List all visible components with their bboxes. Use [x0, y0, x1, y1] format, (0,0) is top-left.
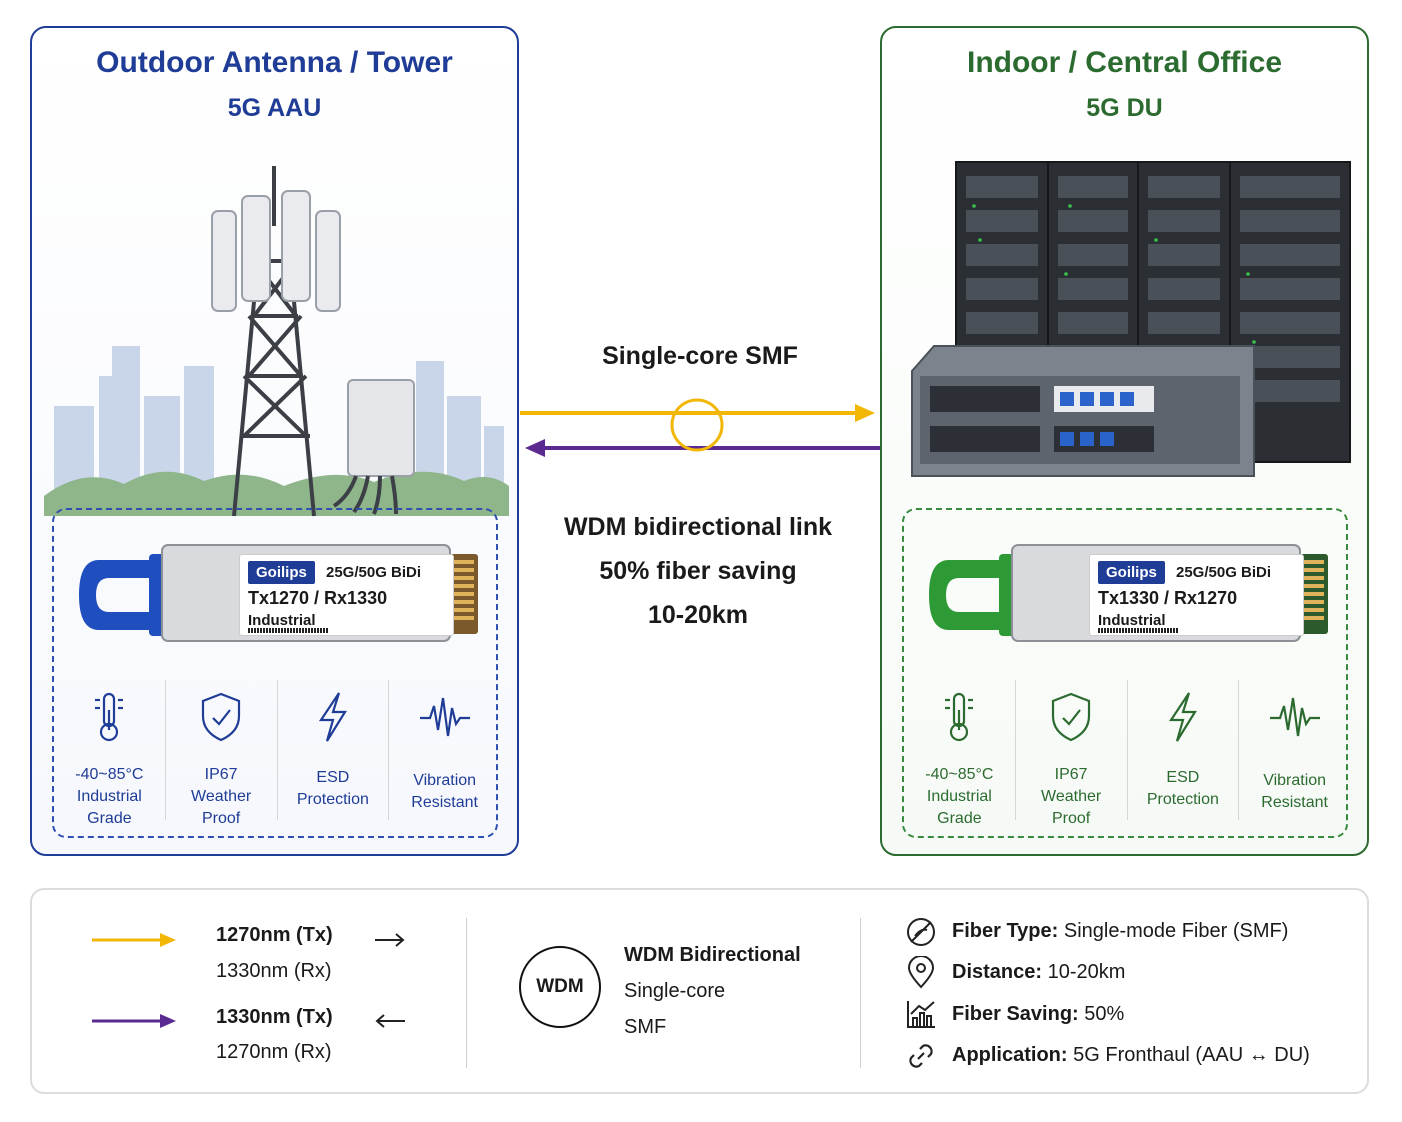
- outdoor-module-box: Goilips 25G/50G BiDi Tx1270 / Rx1330 Ind…: [52, 508, 498, 838]
- module-wavelengths: Tx1270 / Rx1330: [248, 588, 388, 608]
- bidirectional-link: [520, 398, 880, 457]
- thermometer-icon: [945, 692, 974, 742]
- brand-badge: Goilips: [248, 561, 315, 584]
- spec-application: Application: 5G Fronthaul (AAU ↔ DU): [952, 1044, 1310, 1066]
- wdm-line-1: WDM Bidirectional: [624, 944, 801, 966]
- indoor-subtitle: 5G DU: [1086, 94, 1163, 122]
- indoor-panel: Indoor / Central Office 5G DU: [880, 26, 1369, 856]
- vibration-wave-icon: [419, 697, 470, 737]
- outdoor-subtitle: 5G AAU: [227, 94, 322, 122]
- wave2-tx: 1330nm (Tx): [216, 1006, 333, 1028]
- spec-fiber-saving: Fiber Saving: 50%: [952, 1003, 1125, 1025]
- legend-divider-2: [860, 918, 861, 1068]
- wave1-rx: 1330nm (Rx): [216, 960, 332, 982]
- lightning-icon: [318, 692, 347, 742]
- rx-arrowhead: [525, 439, 545, 457]
- module-label-indoor: Goilips 25G/50G BiDi Tx1330 / Rx1270 Ind…: [1089, 554, 1304, 636]
- link-desc-1: WDM bidirectional link: [563, 513, 833, 541]
- outdoor-panel: Outdoor Antenna / Tower 5G AAU: [30, 26, 519, 856]
- legend-wavelength-arrows: [92, 933, 176, 1028]
- wave1-tx: 1270nm (Tx): [216, 924, 333, 946]
- lightning-icon: [1168, 692, 1197, 742]
- legend-divider-1: [466, 918, 467, 1068]
- module-rate: 25G/50G BiDi: [1176, 564, 1272, 581]
- module-wavelengths: Tx1330 / Rx1270: [1098, 588, 1238, 608]
- brand-badge: Goilips: [1098, 561, 1165, 584]
- shield-icon: [202, 692, 241, 742]
- vibration-wave-icon: [1269, 697, 1320, 737]
- thermometer-icon: [95, 692, 124, 742]
- link-desc-2: 50% fiber saving: [599, 557, 797, 585]
- barcode: [248, 628, 328, 633]
- direction-arrows: [375, 933, 405, 1028]
- wdm-badge: WDM: [519, 946, 601, 1028]
- spec-fiber-type: Fiber Type: Single-mode Fiber (SMF): [952, 920, 1289, 942]
- wdm-line-3: SMF: [624, 1016, 667, 1038]
- link-chain-icon: [909, 1044, 933, 1068]
- module-grade: Industrial: [1098, 612, 1166, 629]
- tx-arrowhead: [855, 404, 875, 422]
- link-title: Single-core SMF: [602, 342, 798, 370]
- location-pin-icon: [907, 956, 935, 989]
- spec-distance: Distance: 10-20km: [952, 961, 1126, 983]
- tower-illustration: [44, 166, 509, 517]
- indoor-title: Indoor / Central Office: [966, 46, 1283, 79]
- legend-panel: 1270nm (Tx) 1330nm (Rx) 1330nm (Tx) 1270…: [30, 888, 1369, 1094]
- fiber-core-ring: [670, 398, 724, 452]
- link-desc-3: 10-20km: [647, 601, 749, 629]
- indoor-module-box: Goilips 25G/50G BiDi Tx1330 / Rx1270 Ind…: [902, 508, 1348, 838]
- wdm-line-2: Single-core: [624, 980, 726, 1002]
- wave2-rx: 1270nm (Rx): [216, 1041, 332, 1063]
- module-label-outdoor: Goilips 25G/50G BiDi Tx1270 / Rx1330 Ind…: [239, 554, 454, 636]
- shield-icon: [1052, 692, 1091, 742]
- barcode: [1098, 628, 1178, 633]
- module-rate: 25G/50G BiDi: [326, 564, 422, 581]
- fiber-icon: [907, 918, 935, 946]
- server-rack-illustration: [911, 161, 1351, 477]
- module-grade: Industrial: [248, 612, 316, 629]
- growth-chart-icon: [907, 1001, 935, 1028]
- outdoor-title: Outdoor Antenna / Tower: [96, 46, 453, 79]
